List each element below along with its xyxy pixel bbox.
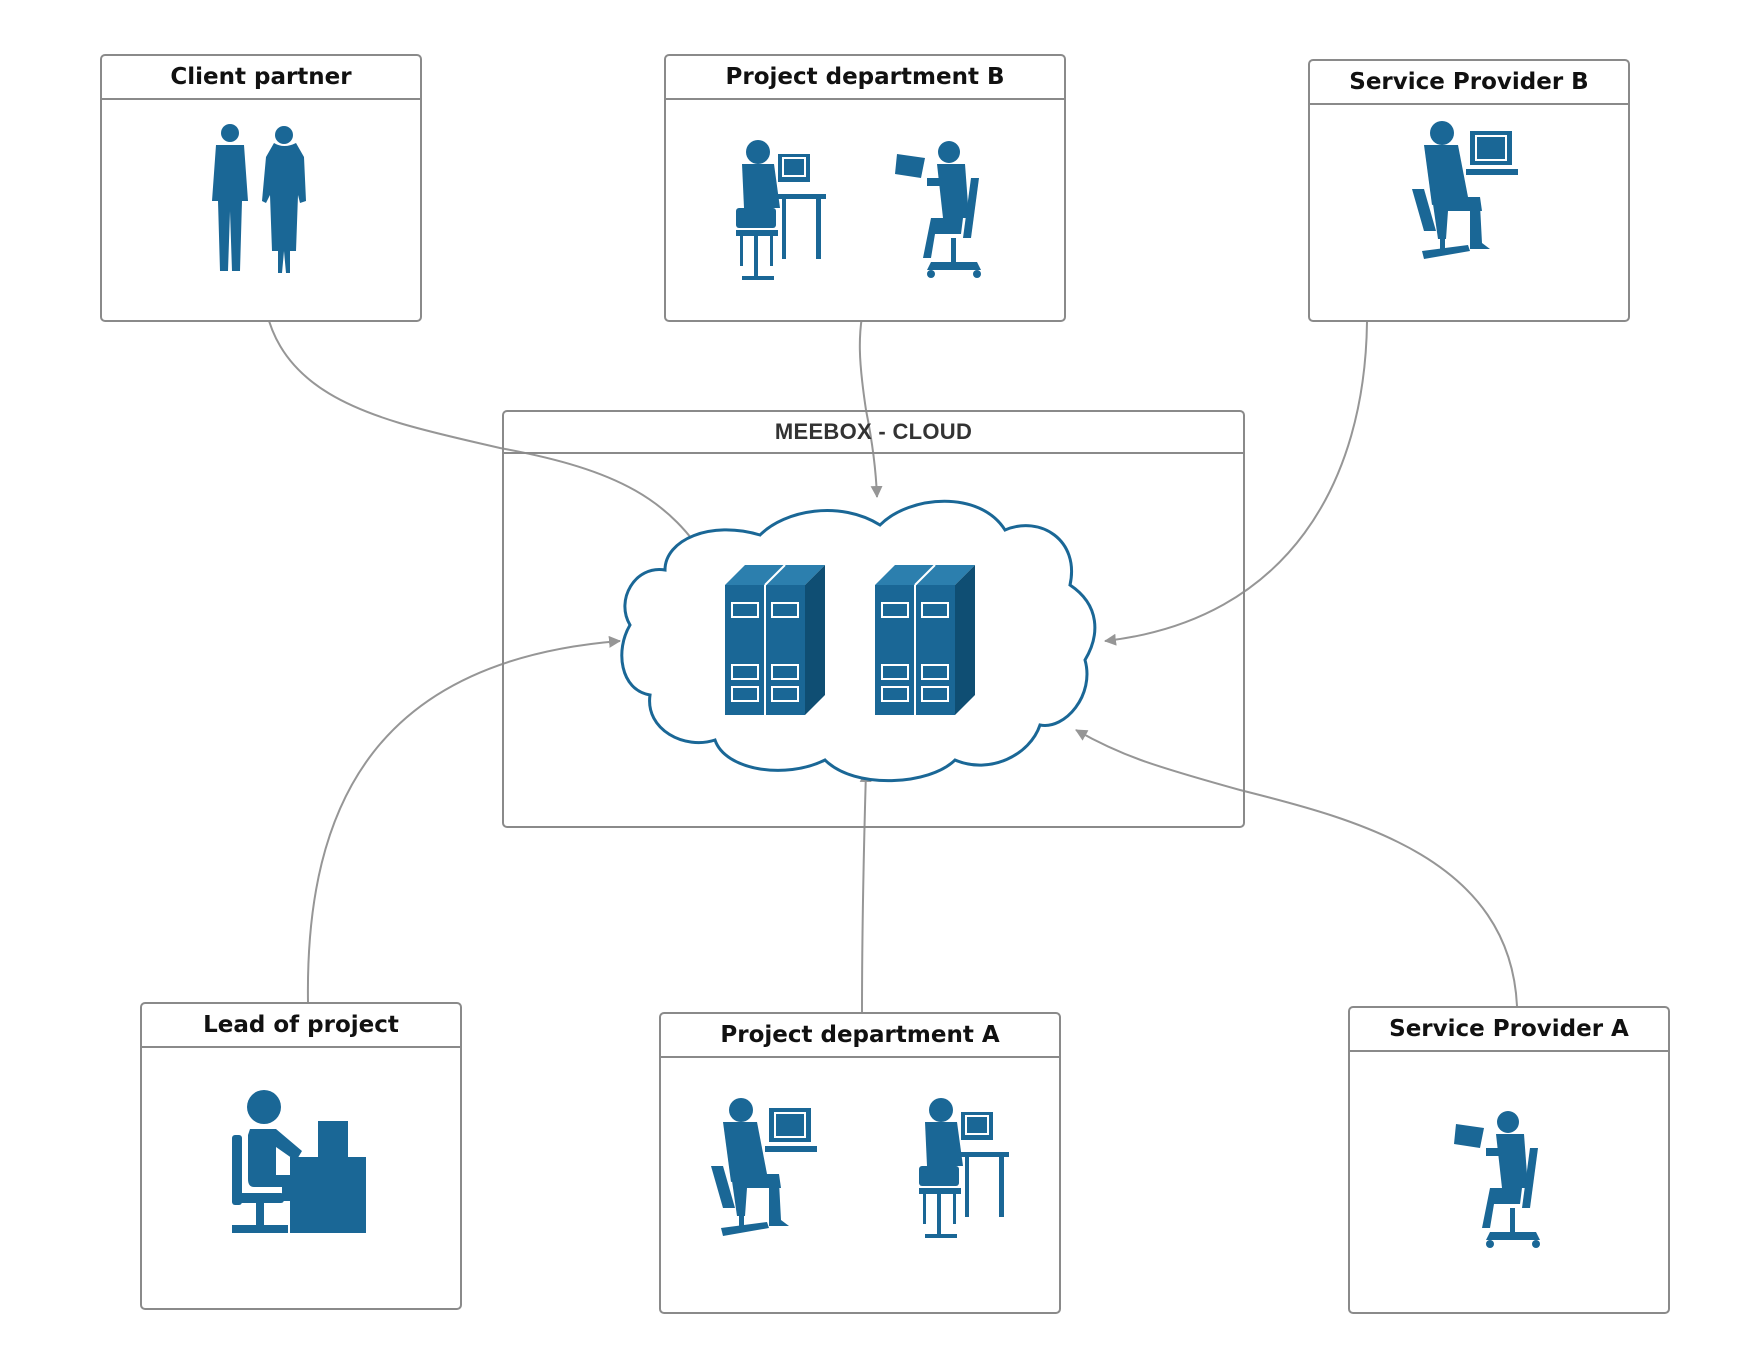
server-rack-2 [875,564,975,715]
node-service-provider-a[interactable]: Service Provider A [1348,1006,1670,1314]
node-title: Service Provider B [1310,61,1628,105]
node-client-partner[interactable]: Client partner [100,54,422,322]
person-at-computer-icon [1412,121,1518,259]
cloud-icon [620,499,1097,783]
connector-client-partner [261,271,711,566]
business-people-icon [212,124,306,273]
person-at-computer-icon [711,1098,817,1236]
person-at-computer-icon [919,1098,1009,1238]
cloud-title: MEEBOX - CLOUD [504,412,1243,454]
person-at-computer-icon [736,140,826,280]
connector-provider-b [1104,321,1368,646]
connector-project-a [859,770,872,1013]
connector-provider-a [1075,729,1518,1007]
cloud-container[interactable]: MEEBOX - CLOUD [502,410,1245,828]
person-at-desk-icon [232,1090,366,1233]
node-title: Lead of project [142,1004,460,1048]
node-lead-of-project[interactable]: Lead of project [140,1002,462,1310]
node-title: Project department A [661,1014,1059,1058]
node-project-department-a[interactable]: Project department A [659,1012,1061,1314]
connector-project-b [858,291,883,498]
person-with-laptop-icon [1454,1111,1540,1248]
person-with-laptop-icon [895,141,981,278]
node-title: Client partner [102,56,420,100]
node-title: Service Provider A [1350,1008,1668,1052]
node-project-department-b[interactable]: Project department B [664,54,1066,322]
connector-lead [306,635,621,1003]
node-title: Project department B [666,56,1064,100]
node-service-provider-b[interactable]: Service Provider B [1308,59,1630,322]
server-rack-1 [725,564,825,715]
